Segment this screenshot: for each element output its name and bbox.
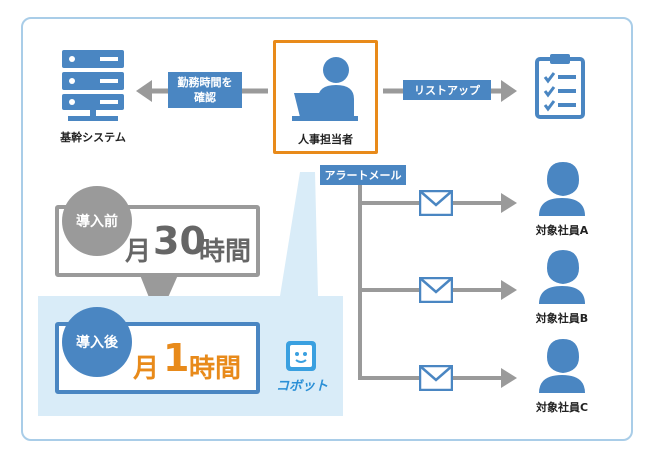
after-badge: 導入後	[62, 307, 132, 377]
after-suffix: 時間	[189, 354, 242, 384]
alert-mail-tag: アラートメール	[320, 165, 406, 185]
arrow-to-core-head	[136, 80, 152, 102]
cobot-logo: コボット	[275, 379, 328, 394]
before-prefix: 月	[125, 237, 152, 267]
employee-icon	[539, 250, 585, 304]
mail-icon	[419, 277, 453, 303]
before-badge: 導入前	[62, 186, 132, 256]
mail-icon	[419, 365, 453, 391]
arrow-to-list-head	[501, 80, 517, 102]
mail-icon	[419, 190, 453, 216]
check-hours-tag: 勤務時間を 確認	[168, 72, 242, 108]
list-up-tag: リストアップ	[403, 80, 491, 100]
hr-staff-box: 人事担当者	[273, 40, 378, 154]
after-prefix: 月	[133, 354, 160, 384]
server-icon	[62, 50, 124, 121]
core-system-label: 基幹システム	[60, 131, 126, 144]
hr-person-icon	[292, 57, 358, 121]
before-number: 30	[153, 219, 206, 263]
employee-b-label: 対象社員B	[535, 312, 589, 325]
funnel-shape	[280, 172, 318, 296]
employee-icon	[539, 162, 585, 216]
before-suffix: 時間	[199, 237, 252, 267]
employee-c-label: 対象社員C	[535, 401, 589, 414]
employee-a-label: 対象社員A	[535, 224, 589, 237]
cobot-robot-icon	[286, 341, 316, 371]
clipboard-checklist-icon	[535, 54, 585, 119]
after-number: 1	[163, 336, 190, 380]
hr-staff-label: 人事担当者	[298, 133, 353, 146]
employee-icon	[539, 339, 585, 393]
